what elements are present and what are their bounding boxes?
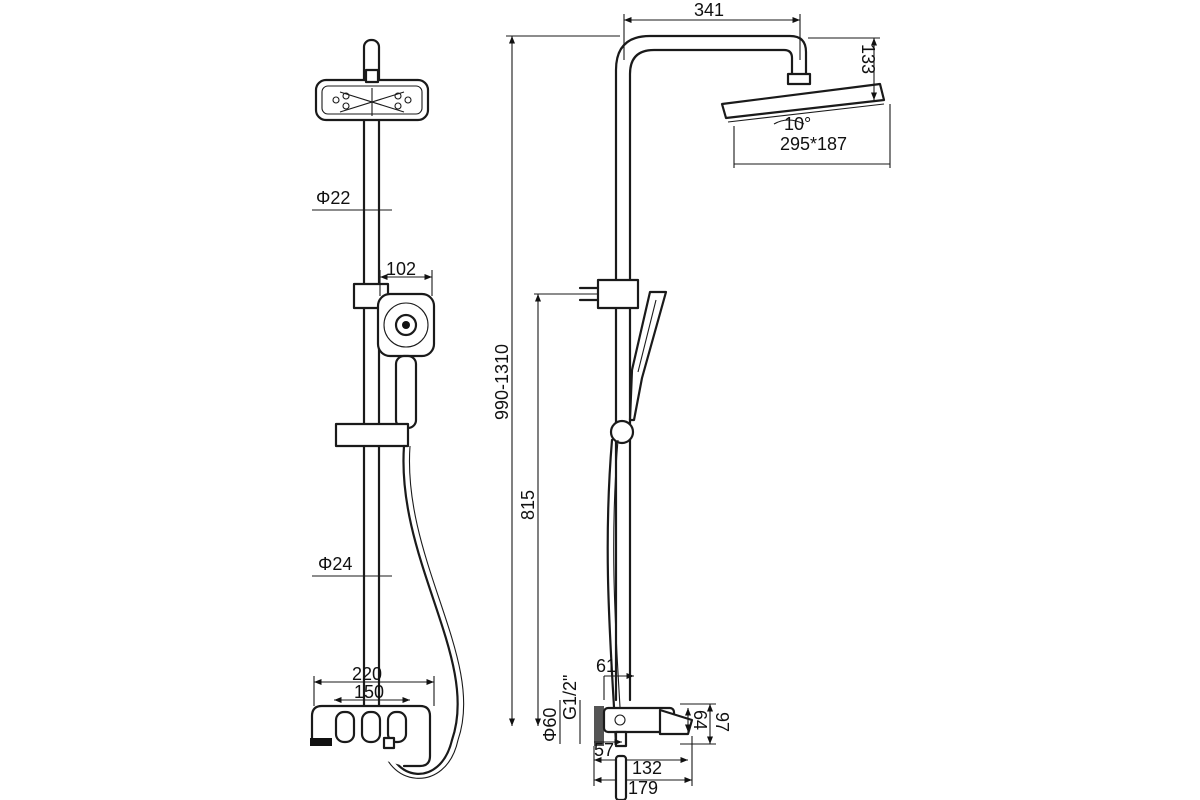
dim-mixer-height-outer: 97: [712, 712, 732, 732]
wall-flange: [594, 706, 604, 746]
front-view: Φ22 102 Φ24 220 150: [310, 38, 465, 779]
hose-connector: [614, 754, 628, 800]
dim-total-reach: 179: [628, 778, 658, 798]
dim-flange-diameter: Φ60: [540, 708, 560, 742]
nozzle-pattern: [332, 88, 412, 116]
dim-total-height: 990-1310: [492, 344, 512, 420]
dim-head-size: 295*187: [780, 134, 847, 154]
overhead-arm: [614, 34, 808, 702]
rain-head-side: [720, 82, 886, 120]
dim-holder-height: 815: [518, 490, 538, 520]
side-view: 341 10° 133 295*187 990-1310 815: [492, 0, 891, 800]
dim-mixer-width-outer: 220: [352, 664, 382, 684]
dim-pipe-diameter-lower: Φ24: [318, 554, 352, 574]
slider-bracket: [334, 422, 410, 448]
dim-overhead-reach: 341: [694, 0, 724, 20]
dim-spout-reach: 132: [632, 758, 662, 778]
dim-mixer-height-inner: 64: [690, 710, 710, 730]
dim-handshower-width: 102: [386, 259, 416, 279]
dim-inlet-offset: 61: [596, 656, 616, 676]
dim-pipe-diameter-upper: Φ22: [316, 188, 350, 208]
dim-wall-to-axis: 57: [594, 740, 614, 760]
dim-head-height: 133: [858, 44, 878, 74]
dim-tilt-angle: 10°: [784, 114, 811, 134]
handshower-side: [628, 290, 668, 422]
mixer-lever: [658, 708, 694, 736]
holder-side: [596, 278, 640, 310]
shower-hose: [386, 444, 459, 775]
slider-knob: [609, 419, 635, 445]
dim-mixer-width-inner: 150: [354, 682, 384, 702]
riser-pipe: [362, 38, 381, 742]
dim-inlet-thread: G1/2": [560, 675, 580, 720]
mixer-body: [310, 704, 432, 768]
handshower-handle: [394, 354, 418, 430]
